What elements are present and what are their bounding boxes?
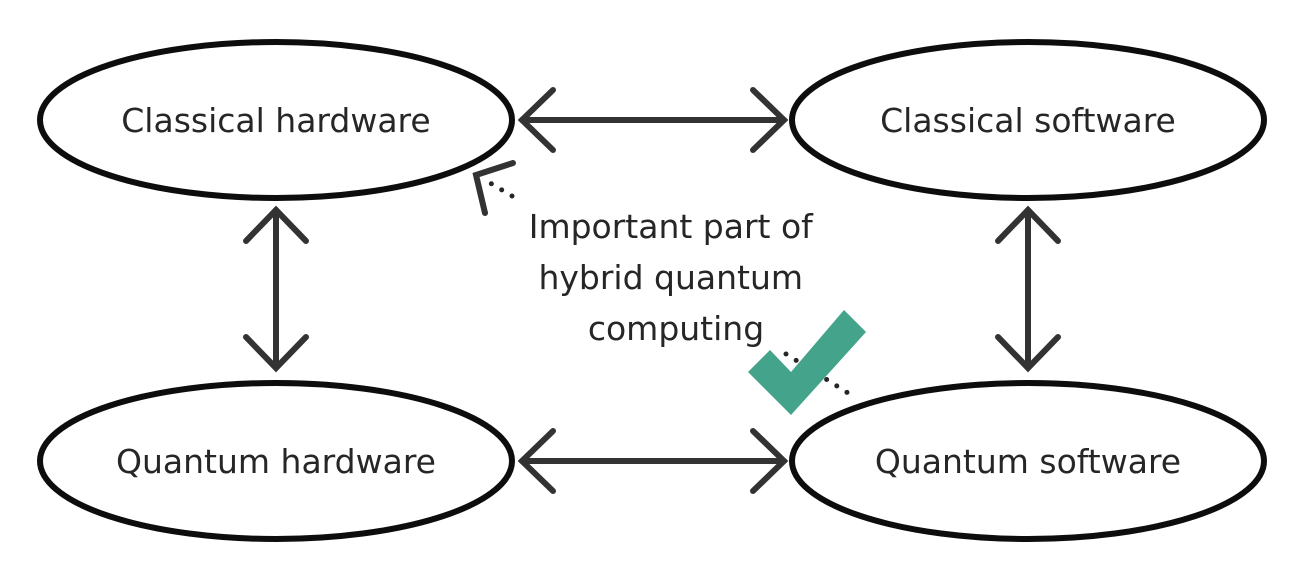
arrow-classical-hw-sw (517, 87, 789, 153)
node-label-classical-hardware: Classical hardware (121, 101, 430, 140)
arrow-quantum-hw-sw (517, 428, 789, 494)
node-quantum-hardware: Quantum hardware (37, 380, 515, 542)
annotation-line-2: hybrid quantum (538, 258, 803, 297)
node-classical-hardware: Classical hardware (37, 39, 515, 201)
annotation-line-3: computing (588, 309, 764, 348)
checkmark-icon (748, 310, 866, 415)
annotation-pointer-quantum-software (783, 351, 859, 401)
node-label-classical-software: Classical software (880, 101, 1176, 140)
arrow-software-vertical (995, 205, 1061, 373)
annotation-text: Important part of hybrid quantum computi… (529, 207, 824, 348)
annotation-pointer-classical-hardware (472, 160, 516, 216)
annotation-line-1: Important part of (529, 207, 814, 246)
arrow-hardware-vertical (243, 205, 309, 373)
node-classical-software: Classical software (789, 39, 1267, 201)
node-quantum-software: Quantum software (789, 380, 1267, 542)
node-label-quantum-hardware: Quantum hardware (116, 442, 436, 481)
node-label-quantum-software: Quantum software (875, 442, 1181, 481)
